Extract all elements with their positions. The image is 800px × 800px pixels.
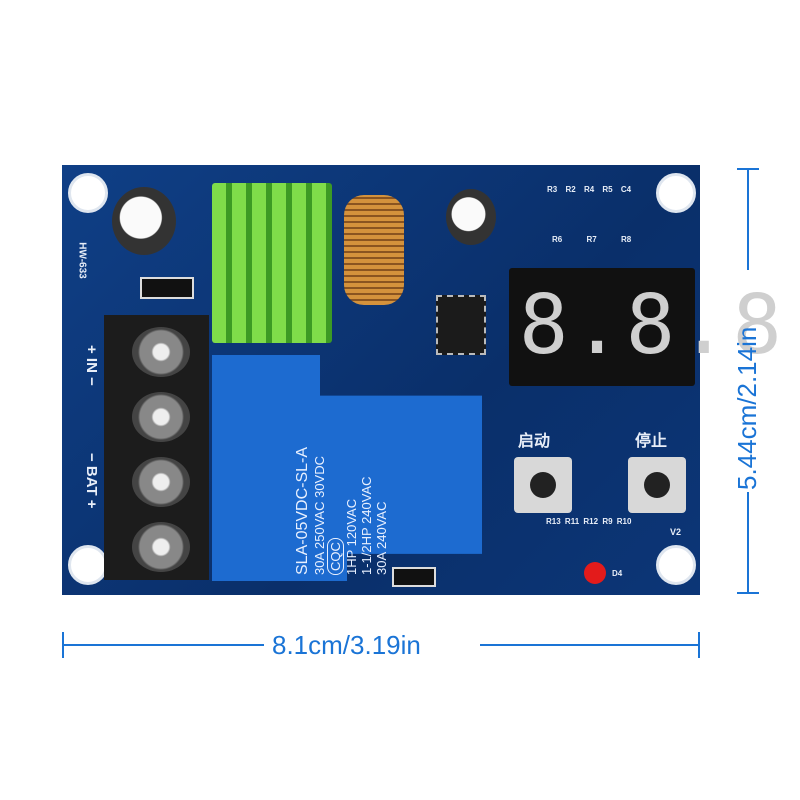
terminal-screw[interactable] bbox=[132, 392, 190, 442]
pcb-board: HW-633 R3 R2 R4 R5 C4 R6 R7 R8 8.8.8. 启动… bbox=[62, 165, 800, 595]
model-label: HW-633 bbox=[76, 242, 88, 279]
relay-rating: 30A 240VAC bbox=[374, 501, 389, 575]
dimension-tick bbox=[737, 168, 759, 170]
start-label: 启动 bbox=[518, 433, 551, 450]
battery-label: − BAT + bbox=[83, 453, 100, 509]
dimension-tick bbox=[62, 632, 64, 658]
terminal-screw[interactable] bbox=[132, 327, 190, 377]
stop-button[interactable] bbox=[628, 457, 686, 513]
resistor-label: R7 bbox=[586, 235, 597, 244]
start-button[interactable] bbox=[514, 457, 572, 513]
width-dimension: 8.1cm/3.19in bbox=[272, 630, 421, 660]
resistor-label: R8 bbox=[620, 235, 632, 244]
relay-rating: 1HP 120VAC bbox=[344, 498, 359, 575]
relay-model: SLA-05VDC-SL-A bbox=[294, 446, 311, 575]
capacitor-label: C4 bbox=[620, 185, 632, 194]
capacitor bbox=[446, 189, 496, 245]
mounting-hole bbox=[656, 545, 696, 585]
dimension-line bbox=[64, 644, 264, 646]
resistor-label: R10 bbox=[616, 517, 632, 526]
resistor-label: R9 bbox=[602, 517, 613, 526]
relay-cert: CQC bbox=[327, 538, 344, 575]
terminal-screw[interactable] bbox=[132, 522, 190, 572]
resistor-label: R3 bbox=[547, 185, 558, 194]
inductor-coil bbox=[344, 195, 404, 305]
dimension-tick bbox=[737, 592, 759, 594]
screw-terminal-block bbox=[104, 315, 209, 580]
resistor-label: R5 bbox=[602, 185, 613, 194]
version-label: V2 bbox=[670, 527, 682, 537]
red-led bbox=[584, 562, 606, 584]
dimension-line bbox=[747, 492, 749, 592]
diode bbox=[392, 567, 436, 587]
resistor-label: R6 bbox=[552, 235, 563, 244]
height-dimension: 5.44cm/2.14in bbox=[732, 326, 762, 490]
stop-label: 停止 bbox=[635, 433, 668, 450]
capacitor bbox=[112, 187, 176, 255]
resistor-label: R11 bbox=[564, 517, 580, 526]
ic-chip bbox=[436, 295, 486, 355]
resistor-label: R2 bbox=[565, 185, 576, 194]
seven-segment-display: 8.8.8. bbox=[509, 268, 800, 386]
dimension-line bbox=[747, 170, 749, 270]
diode bbox=[140, 277, 194, 299]
resistor-label: R12 bbox=[583, 517, 599, 526]
mounting-hole bbox=[68, 545, 108, 585]
resistor-label: R4 bbox=[583, 185, 595, 194]
relay-rating: 1-1/2HP 240VAC bbox=[359, 476, 374, 575]
display-digits: 8.8.8. bbox=[519, 278, 800, 373]
resistor-label: R13 bbox=[546, 517, 561, 526]
mounting-hole bbox=[68, 173, 108, 213]
terminal-screw[interactable] bbox=[132, 457, 190, 507]
relay-rating: 30A 250VAC 30VDC bbox=[312, 456, 327, 575]
mounting-hole bbox=[656, 173, 696, 213]
led-label: D4 bbox=[612, 569, 623, 578]
heatsink bbox=[212, 183, 332, 343]
input-label: + IN − bbox=[83, 345, 100, 386]
dimension-tick bbox=[698, 632, 700, 658]
dimension-line bbox=[480, 644, 698, 646]
